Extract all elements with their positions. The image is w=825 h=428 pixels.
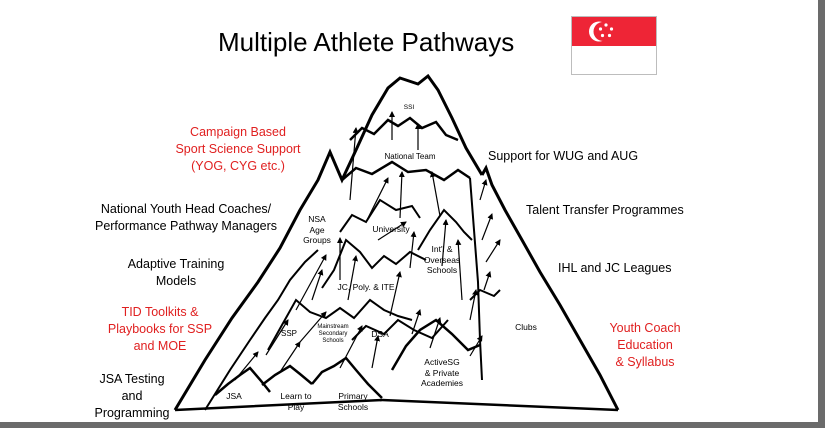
label-jsa-testing: JSA Testing and Programming (94, 372, 170, 420)
label-support-wug-aug: Support for WUG and AUG (488, 149, 639, 163)
national-team-ridge (341, 160, 471, 182)
ssp-ridge (267, 298, 413, 351)
mountain-label-national-team: National Team (384, 152, 436, 161)
slide: Multiple Athlete Pathways (94, 16, 684, 420)
window-edge-right (818, 0, 825, 428)
label-campaign-sport-science: Campaign Based Sport Science Support (YO… (175, 125, 301, 173)
mountain-label-activesg: ActiveSG & Private Academies (420, 357, 464, 388)
university-ridge (339, 198, 421, 233)
label-talent-transfer: Talent Transfer Programmes (526, 203, 684, 217)
window-edge-bottom (0, 422, 825, 428)
mountain-label-ssp: SSP (280, 329, 298, 338)
label-national-youth-coaches: National Youth Head Coaches/ Performance… (94, 202, 278, 233)
mountain-label-intl-overseas-schools: Int'l & Overseas Schools (423, 244, 461, 275)
learn-ridge (261, 364, 313, 386)
inner-slope-right (469, 177, 483, 381)
flag-red-band (572, 17, 656, 46)
mountain-outline-left (173, 73, 484, 411)
mountain-label-clubs: Clubs (515, 322, 537, 332)
mountain-label-jc-poly-ite: JC, Poly. & ITE (337, 282, 395, 292)
dsa-ridge (351, 318, 449, 341)
label-ihl-jc-leagues: IHL and JC Leagues (558, 261, 672, 275)
label-adaptive-training: Adaptive Training Models (127, 257, 225, 288)
outer-base-line (174, 398, 619, 412)
mountain-label-mainstream-secondary: Mainstream Secondary Schools (317, 324, 349, 344)
mountain-label-jsa: JSA (226, 391, 242, 401)
mountain-label-learn-to-play: Learn to Play (280, 391, 312, 412)
ssi-ridge (349, 116, 459, 142)
label-youth-coach-education: Youth Coach Education & Syllabus (609, 321, 681, 369)
mountain-outline-right (480, 164, 620, 411)
mountain-label-ssi: SSI (403, 104, 415, 111)
mountain-diagram (173, 73, 620, 412)
intl-ridge (417, 208, 473, 251)
jc-ridge (321, 238, 427, 289)
singapore-flag-icon (571, 16, 657, 75)
mountain-label-university: University (372, 224, 410, 234)
mountain-label-nsa-age-groups: NSA Age Groups (303, 214, 331, 245)
label-tid-toolkits: TID Toolkits & Playbooks for SSP and MOE (107, 305, 213, 353)
mountain-label-primary-schools: Primary Schools (337, 391, 369, 412)
inner-slope-left (204, 249, 319, 411)
primary-ridge (311, 356, 383, 399)
flag-crescent-stars (589, 21, 614, 42)
pathway-arrows (234, 111, 501, 381)
slide-title: Multiple Athlete Pathways (218, 27, 515, 57)
mountain-label-dsa: DSA (371, 329, 389, 339)
